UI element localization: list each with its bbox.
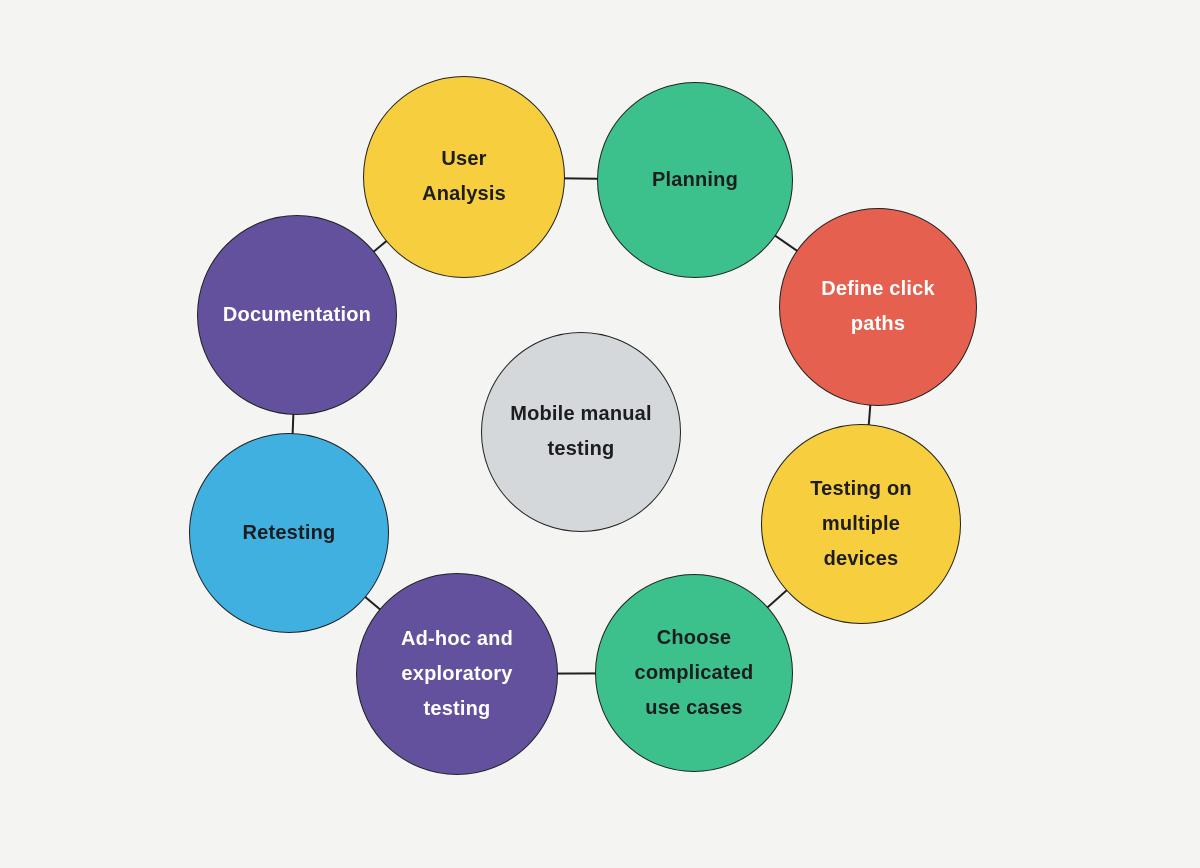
diagram-node-user-analysis: User Analysis	[363, 76, 565, 278]
diagram-node-define-click-paths: Define click paths	[779, 208, 977, 406]
node-label-adhoc-exploratory-testing: Ad-hoc and exploratory testing	[401, 627, 513, 720]
node-label-documentation: Documentation	[222, 303, 372, 326]
diagram-node-documentation: Documentation	[197, 215, 397, 415]
node-label-testing-on-multiple-devices: Testing on multiple devices	[810, 477, 912, 570]
node-label-retesting: Retesting	[242, 521, 336, 544]
node-label-planning: Planning	[651, 168, 739, 191]
node-label-define-click-paths: Define click paths	[821, 278, 935, 335]
node-label-choose-complicated-use-cases: Choose complicated use cases	[634, 626, 754, 719]
node-label-user-analysis: User Analysis	[422, 148, 506, 205]
diagram-node-adhoc-exploratory-testing: Ad-hoc and exploratory testing	[356, 573, 558, 775]
node-label-mobile-manual-testing: Mobile manual testing	[510, 403, 652, 460]
diagram-center-node-mobile-manual-testing: Mobile manual testing	[481, 332, 681, 532]
diagram-node-choose-complicated-use-cases: Choose complicated use cases	[595, 574, 793, 772]
diagram-node-testing-on-multiple-devices: Testing on multiple devices	[761, 424, 961, 624]
diagram-node-planning: Planning	[597, 82, 793, 278]
diagram-node-retesting: Retesting	[189, 433, 389, 633]
